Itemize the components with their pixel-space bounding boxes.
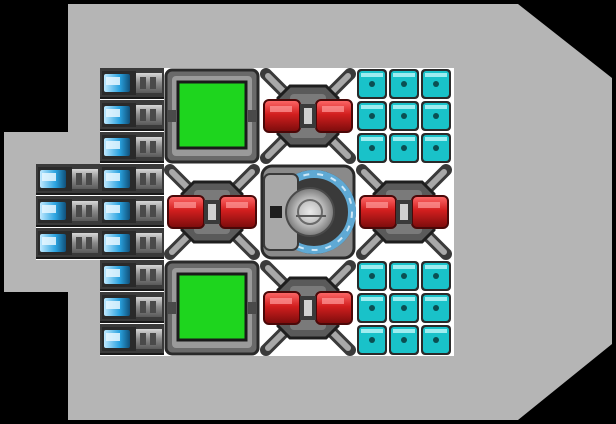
thruster-icon [100, 100, 164, 131]
shield-cell-icon [357, 261, 387, 291]
shield-grid [357, 261, 451, 355]
shield-cell-icon [357, 133, 387, 163]
shield-cell-icon [389, 261, 419, 291]
thruster-icon [36, 228, 100, 259]
shield-cell-icon [357, 69, 387, 99]
thruster-icon [36, 164, 100, 195]
twin-red-cannon-icon [260, 68, 356, 164]
shield-cell-icon [357, 325, 387, 355]
thruster-icon [100, 228, 164, 259]
thruster-icon [100, 324, 164, 355]
thruster-icon [100, 164, 164, 195]
shield-cell-icon [389, 69, 419, 99]
shield-cell-icon [421, 261, 451, 291]
twin-red-cannon-icon [356, 164, 452, 260]
shield-cell-icon [389, 101, 419, 131]
thruster-icon [100, 292, 164, 323]
shield-cell-icon [421, 69, 451, 99]
reactor-dome-icon [260, 164, 356, 260]
shield-cell-icon [421, 325, 451, 355]
shield-cell-icon [389, 293, 419, 323]
twin-red-cannon-icon [164, 164, 260, 260]
shield-grid [357, 69, 451, 163]
green-screen-icon [164, 260, 260, 356]
thruster-icon [100, 132, 164, 163]
shield-cell-icon [389, 325, 419, 355]
module-layer [164, 68, 452, 356]
thruster-icon [100, 68, 164, 99]
thruster-icon [100, 260, 164, 291]
thruster-icon [36, 196, 100, 227]
shield-cell-icon [421, 101, 451, 131]
twin-red-cannon-icon [260, 260, 356, 356]
shield-cell-icon [421, 133, 451, 163]
thruster-icon [100, 196, 164, 227]
shield-cell-icon [421, 293, 451, 323]
thruster-bank [36, 68, 164, 355]
green-screen-icon [164, 68, 260, 164]
shield-cell-icon [357, 101, 387, 131]
shield-cell-icon [357, 293, 387, 323]
shield-cell-icon [389, 133, 419, 163]
